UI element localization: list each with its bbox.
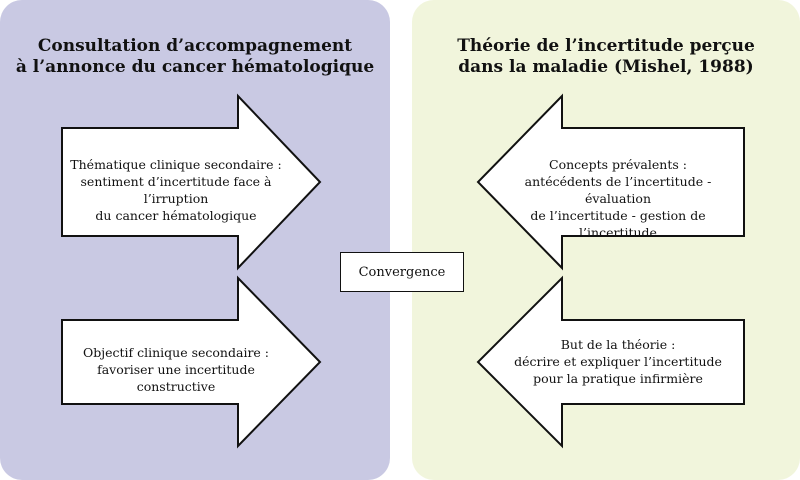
right-arrow-bottom xyxy=(476,275,745,449)
right-arrow-top xyxy=(476,93,745,271)
left-arrow-bottom xyxy=(61,275,322,449)
right-title-line-1: Théorie de l’incertitude perçue xyxy=(457,36,755,56)
right-arrow-top-line-3: de l’incertitude - gestion de l’incertit… xyxy=(530,208,706,240)
left-arrow-top-line-3: du cancer hématologique xyxy=(95,208,257,223)
left-arrow-bottom-text: Objectif clinique secondaire : favoriser… xyxy=(56,344,296,395)
left-panel-title: Consultation d’accompagnement à l’annonc… xyxy=(0,36,390,78)
convergence-label: Convergence xyxy=(358,264,446,280)
left-arrow-top-text: Thématique clinique secondaire : sentime… xyxy=(56,156,296,224)
right-arrow-top-line-2: antécédents de l’incertitude - évaluatio… xyxy=(524,174,712,206)
right-arrow-bottom-line-1: But de la théorie : xyxy=(560,337,676,352)
left-arrow-top-line-1: Thématique clinique secondaire : xyxy=(70,157,282,172)
right-panel-title: Théorie de l’incertitude perçue dans la … xyxy=(412,36,800,78)
convergence-box: Convergence xyxy=(340,252,464,292)
left-arrow-bottom-line-2: favoriser une incertitude constructive xyxy=(97,362,255,394)
left-arrow-bottom-line-1: Objectif clinique secondaire : xyxy=(82,345,269,360)
right-arrow-top-line-1: Concepts prévalents : xyxy=(549,157,687,172)
left-arrow-top-line-2: sentiment d’incertitude face à l’irrupti… xyxy=(80,174,272,206)
right-arrow-bottom-line-3: pour la pratique infirmière xyxy=(533,371,703,386)
left-title-line-1: Consultation d’accompagnement xyxy=(37,36,353,56)
left-title-line-2: à l’annonce du cancer hématologique xyxy=(15,57,375,77)
right-title-line-2: dans la maladie (Mishel, 1988) xyxy=(458,57,754,77)
right-arrow-top-text: Concepts prévalents : antécédents de l’i… xyxy=(494,156,742,241)
right-arrow-bottom-line-2: décrire et expliquer l’incertitude xyxy=(514,354,722,369)
right-arrow-bottom-text: But de la théorie : décrire et expliquer… xyxy=(500,336,736,387)
left-arrow-top xyxy=(61,93,322,271)
